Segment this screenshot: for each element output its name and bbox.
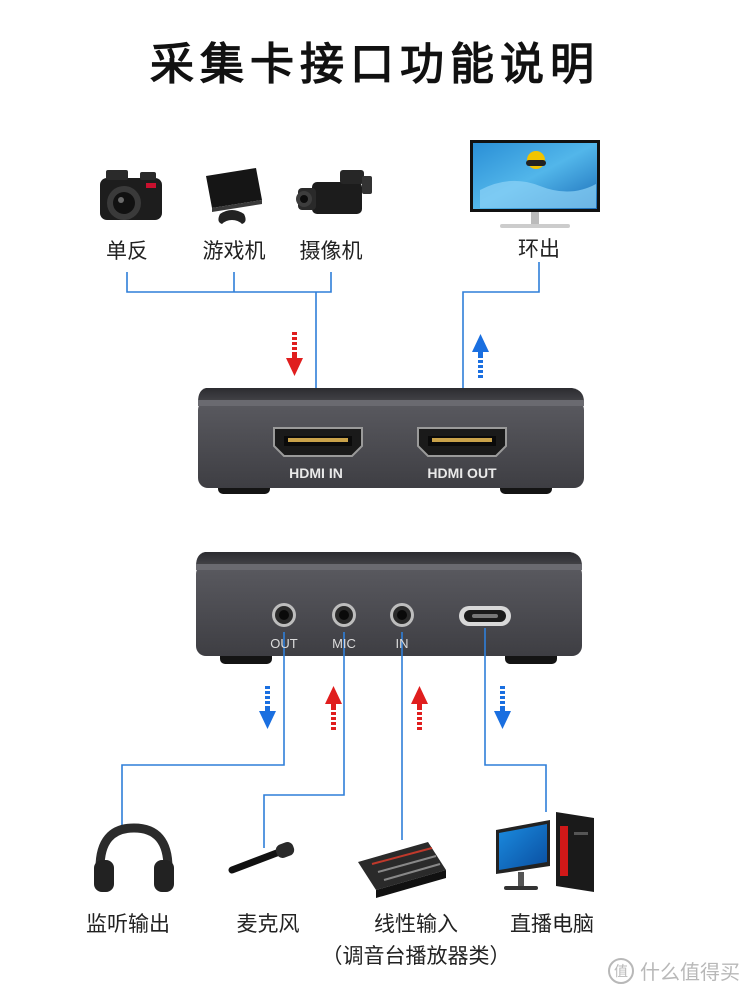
mixer-console-icon — [358, 842, 446, 898]
capture-card-audio-side — [196, 552, 582, 664]
label-streaming-pc: 直播电脑 — [510, 912, 594, 936]
bottom-connection-lines — [121, 628, 547, 848]
label-dslr: 单反 — [106, 239, 148, 263]
port-label-hdmi-in: HDMI IN — [289, 465, 343, 481]
label-monitor-output: 监听输出 — [86, 912, 170, 936]
port-label-mic: MIC — [332, 636, 356, 651]
port-label-in: IN — [395, 636, 409, 651]
headphones-icon — [94, 823, 174, 892]
label-camcorder: 摄像机 — [299, 239, 363, 263]
watermark-text: 什么值得买 — [640, 960, 740, 984]
camcorder-icon — [296, 170, 372, 214]
label-game-console: 游戏机 — [202, 239, 266, 263]
game-console-icon — [206, 168, 262, 224]
port-label-hdmi-out: HDMI OUT — [427, 465, 497, 481]
label-loop-out: 环出 — [518, 237, 560, 261]
label-microphone: 麦克风 — [236, 912, 300, 936]
label-line-input-note: （调音台播放器类） — [321, 944, 511, 968]
hdmi-out-arrow-icon — [472, 334, 489, 378]
camera-dslr-icon — [100, 170, 162, 220]
label-line-input: 线性输入 — [374, 912, 458, 936]
watermark: 值 什么值得买 — [608, 956, 740, 985]
monitor-icon — [470, 140, 600, 228]
line-in-arrow-icon — [411, 686, 428, 730]
port-label-out: OUT — [270, 636, 298, 651]
desktop-computer-icon — [496, 812, 594, 892]
capture-card-hdmi-side — [198, 388, 584, 494]
microphone-icon — [228, 842, 295, 874]
watermark-logo-icon: 值 — [608, 957, 634, 984]
usb-arrow-icon — [494, 686, 511, 729]
out-arrow-icon — [259, 686, 276, 729]
page-title: 采集卡接口功能说明 — [150, 39, 600, 90]
mic-arrow-icon — [325, 686, 342, 730]
hdmi-in-arrow-icon — [286, 332, 303, 376]
